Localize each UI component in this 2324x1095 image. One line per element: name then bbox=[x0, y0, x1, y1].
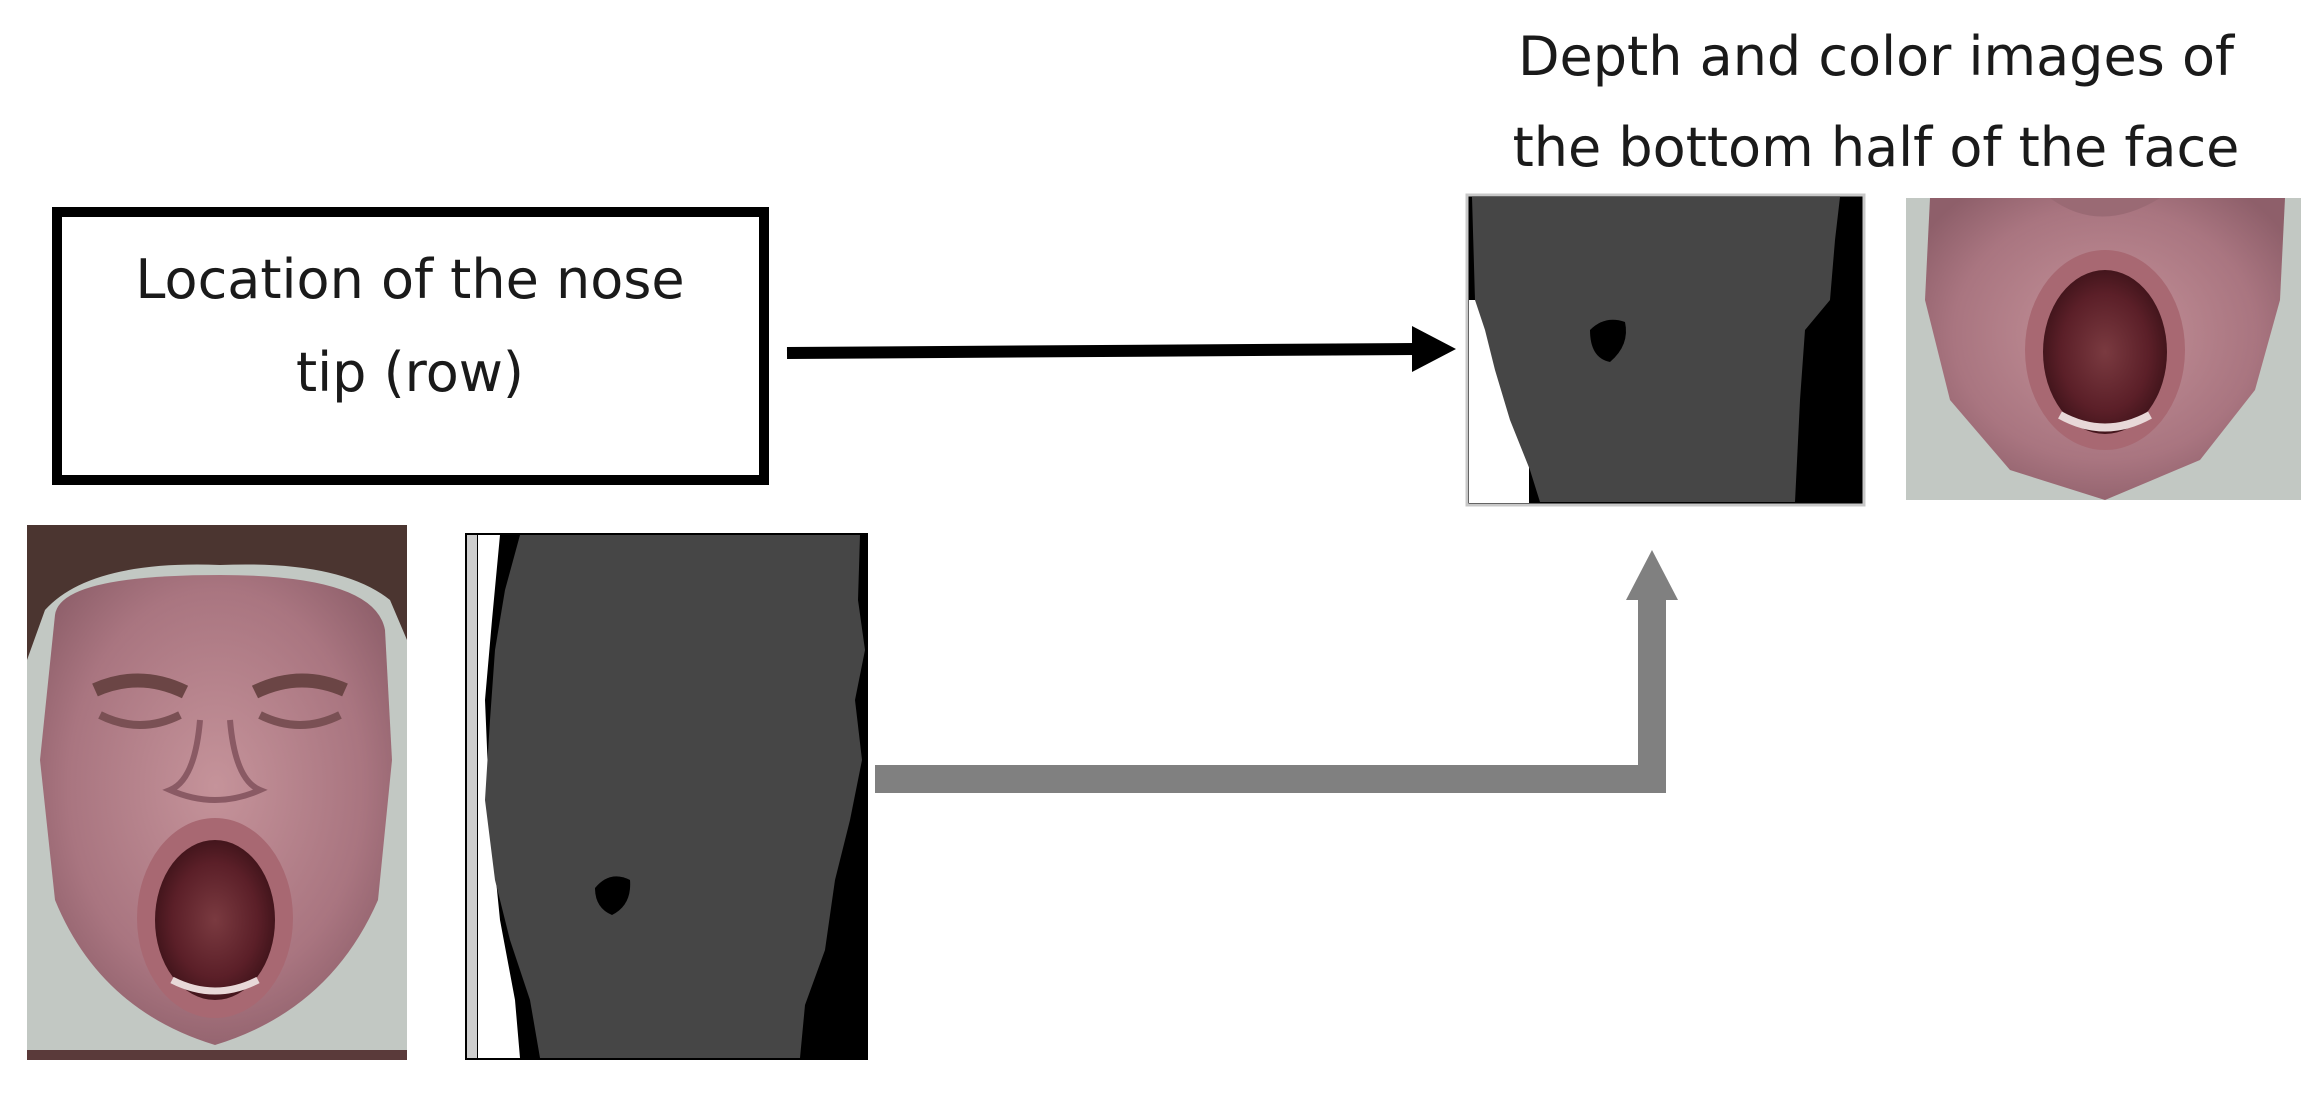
nose-to-crop-arrow bbox=[786, 326, 1456, 372]
full-face-color-image bbox=[27, 525, 407, 1060]
full-face-depth-image bbox=[465, 533, 868, 1060]
crop-caption-line2: the bottom half of the face bbox=[1513, 116, 2240, 179]
nose-tip-label-line2: tip (row) bbox=[296, 341, 524, 404]
bottom-half-color-image bbox=[1906, 198, 2301, 500]
crop-caption-line1: Depth and color images of bbox=[1518, 25, 2236, 88]
nose-tip-label-line1: Location of the nose bbox=[135, 248, 684, 311]
depth-to-crop-arrow bbox=[875, 550, 1678, 793]
bottom-half-depth-image bbox=[1465, 193, 1866, 507]
nose-tip-box: Location of the nose tip (row) bbox=[52, 207, 769, 485]
crop-caption: Depth and color images of the bottom hal… bbox=[1513, 25, 2240, 179]
